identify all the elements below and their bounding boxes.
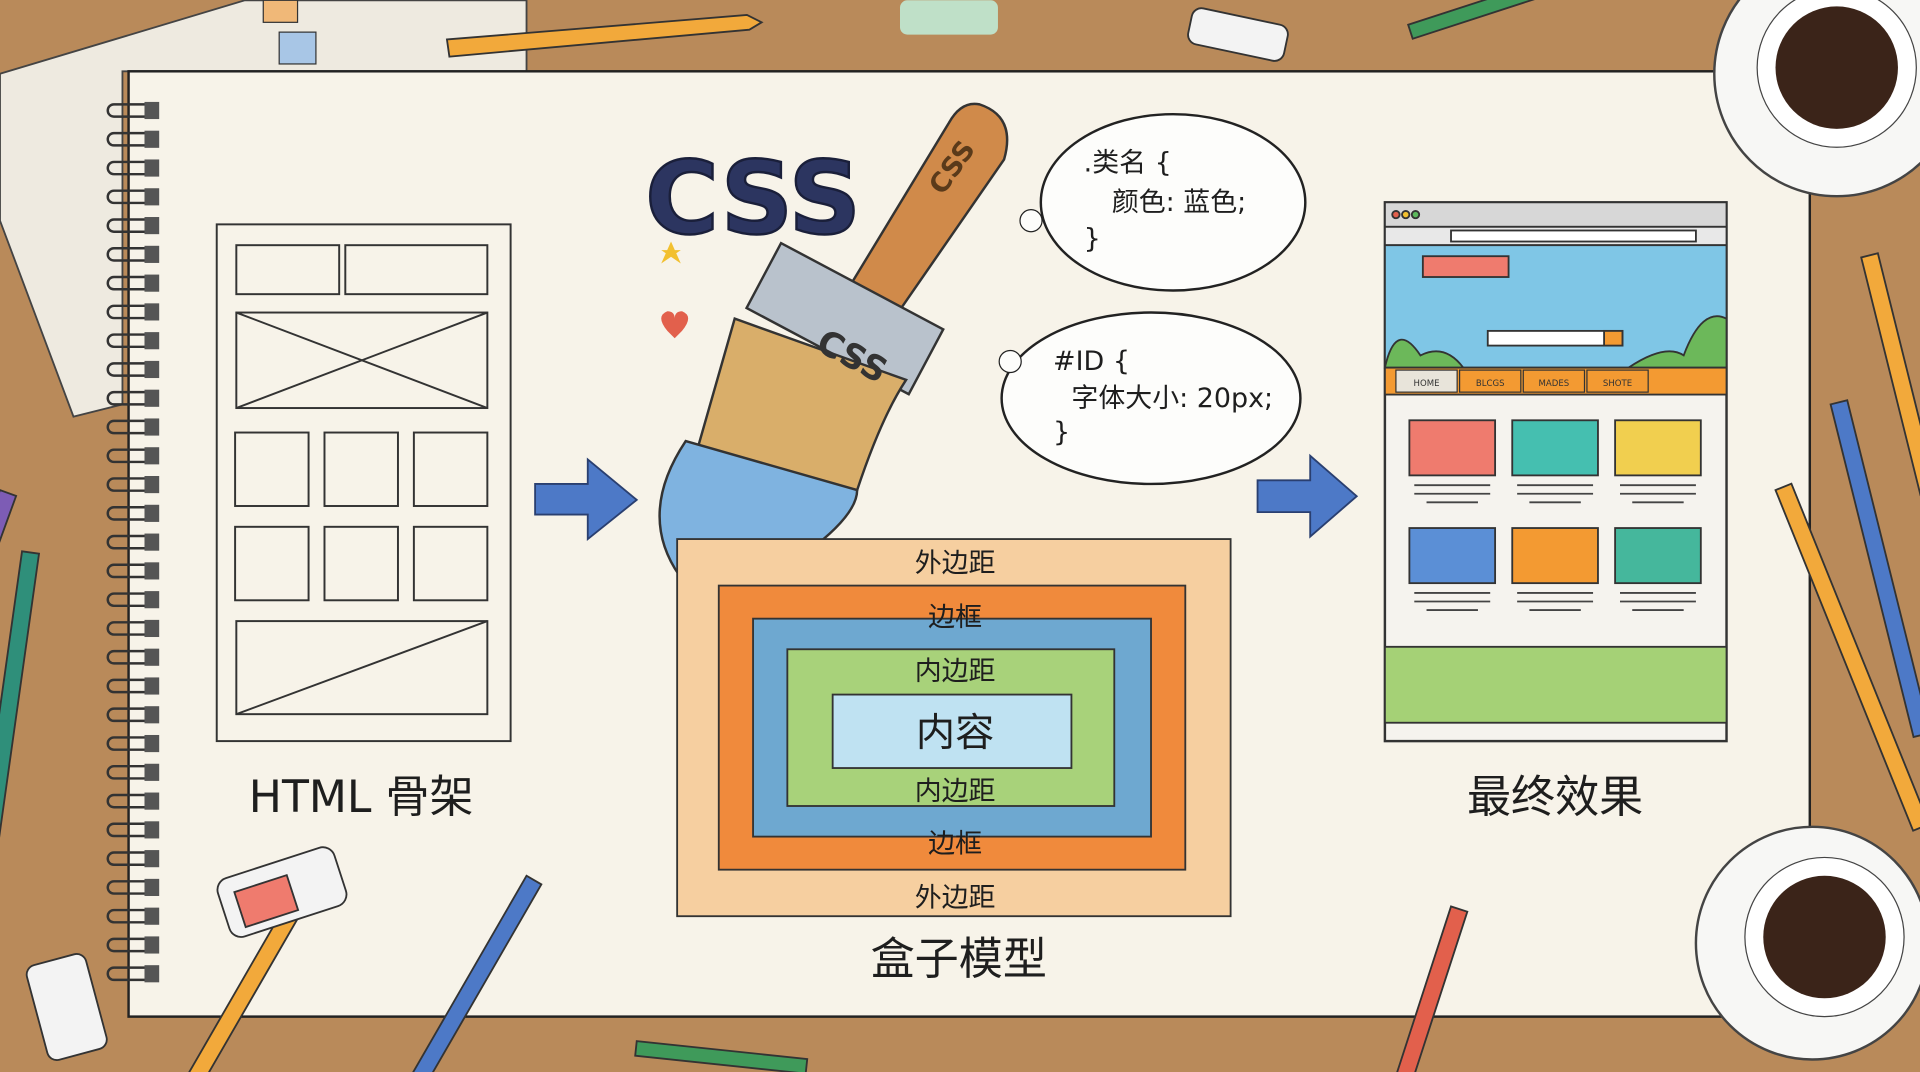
spiral-ring — [106, 217, 160, 235]
spiral-ring — [106, 648, 160, 666]
nav-tab-label: MADES — [1539, 379, 1570, 389]
spiral-ring — [106, 332, 160, 350]
arrow-right-icon — [1256, 453, 1359, 539]
id-close-brace: } — [1053, 417, 1070, 448]
spiral-ring — [106, 101, 160, 120]
html-skeleton-label: HTML 骨架 — [249, 772, 474, 823]
spiral-ring — [106, 562, 160, 580]
html-wireframe — [215, 223, 512, 743]
nav-tab — [1458, 369, 1522, 393]
spiral-ring — [106, 418, 160, 436]
border-bottom-label: 边框 — [928, 829, 982, 860]
id-rule-bubble: #ID { 字体大小: 20px; } — [998, 311, 1302, 486]
spiral-binding — [106, 101, 160, 983]
id-declaration: 字体大小: 20px; — [1071, 383, 1273, 414]
arrow-right-icon — [534, 457, 639, 541]
content-card — [1408, 527, 1497, 585]
padding-top-label: 内边距 — [915, 656, 996, 687]
browser-footer — [1383, 645, 1728, 724]
spiral-ring — [106, 907, 160, 925]
spiral-ring — [106, 303, 160, 321]
spiral-ring — [106, 878, 160, 896]
nav-tab — [1586, 369, 1649, 393]
coffee-cup-top — [1713, 0, 1920, 198]
browser-cards — [1408, 419, 1702, 688]
content-label: 内容 — [916, 711, 994, 756]
content-card — [1511, 419, 1599, 477]
spiral-ring — [106, 245, 160, 263]
content-card — [1408, 419, 1497, 477]
content-layer — [831, 693, 1073, 769]
nav-tab — [1522, 369, 1586, 393]
spiral-ring — [106, 792, 160, 810]
box-model-diagram — [676, 538, 1232, 918]
spiral-ring — [106, 188, 160, 206]
css-title: CSS — [645, 140, 861, 257]
final-result-label: 最终效果 — [1467, 772, 1643, 823]
box-model-label: 盒子模型 — [871, 934, 1047, 985]
class-selector: .类名 { — [1084, 148, 1172, 179]
nav-tab-label: SHOTE — [1603, 379, 1632, 389]
spiral-ring — [106, 389, 160, 407]
border-top-label: 边框 — [928, 602, 982, 633]
spiral-ring — [106, 936, 160, 954]
spiral-ring — [106, 274, 160, 292]
nav-tab — [1395, 369, 1458, 393]
spiral-ring — [106, 476, 160, 494]
class-declaration: 颜色: 蓝色; — [1112, 187, 1246, 218]
spiral-ring — [106, 130, 160, 148]
class-rule-bubble: .类名 { 颜色: 蓝色; } — [1019, 112, 1307, 292]
spiral-ring — [106, 591, 160, 609]
spiral-ring — [106, 965, 160, 983]
spiral-ring — [106, 850, 160, 868]
spiral-ring — [106, 447, 160, 465]
spiral-ring — [106, 821, 160, 839]
class-close-brace: } — [1084, 224, 1101, 255]
content-card — [1614, 527, 1702, 585]
browser-nav: HOME BLCGS MADES SHOTE — [1395, 369, 1649, 393]
spiral-ring — [106, 734, 160, 753]
spiral-ring — [106, 360, 160, 379]
spiral-ring — [106, 677, 160, 695]
margin-bottom-label: 外边距 — [915, 882, 996, 913]
spiral-ring — [106, 504, 160, 522]
spiral-ring — [106, 619, 160, 638]
margin-top-label: 外边距 — [915, 548, 996, 579]
spiral-ring — [106, 159, 160, 177]
content-card — [1614, 419, 1702, 477]
nav-tab-label: HOME — [1414, 379, 1440, 389]
spiral-ring — [106, 533, 160, 551]
id-selector: #ID { — [1053, 346, 1130, 377]
spiral-ring — [106, 763, 160, 781]
spiral-ring — [106, 706, 160, 724]
padding-bottom-label: 内边距 — [915, 776, 996, 807]
content-card — [1511, 527, 1599, 585]
nav-tab-label: BLCGS — [1476, 379, 1505, 389]
coffee-cup-bottom — [1694, 825, 1920, 1061]
